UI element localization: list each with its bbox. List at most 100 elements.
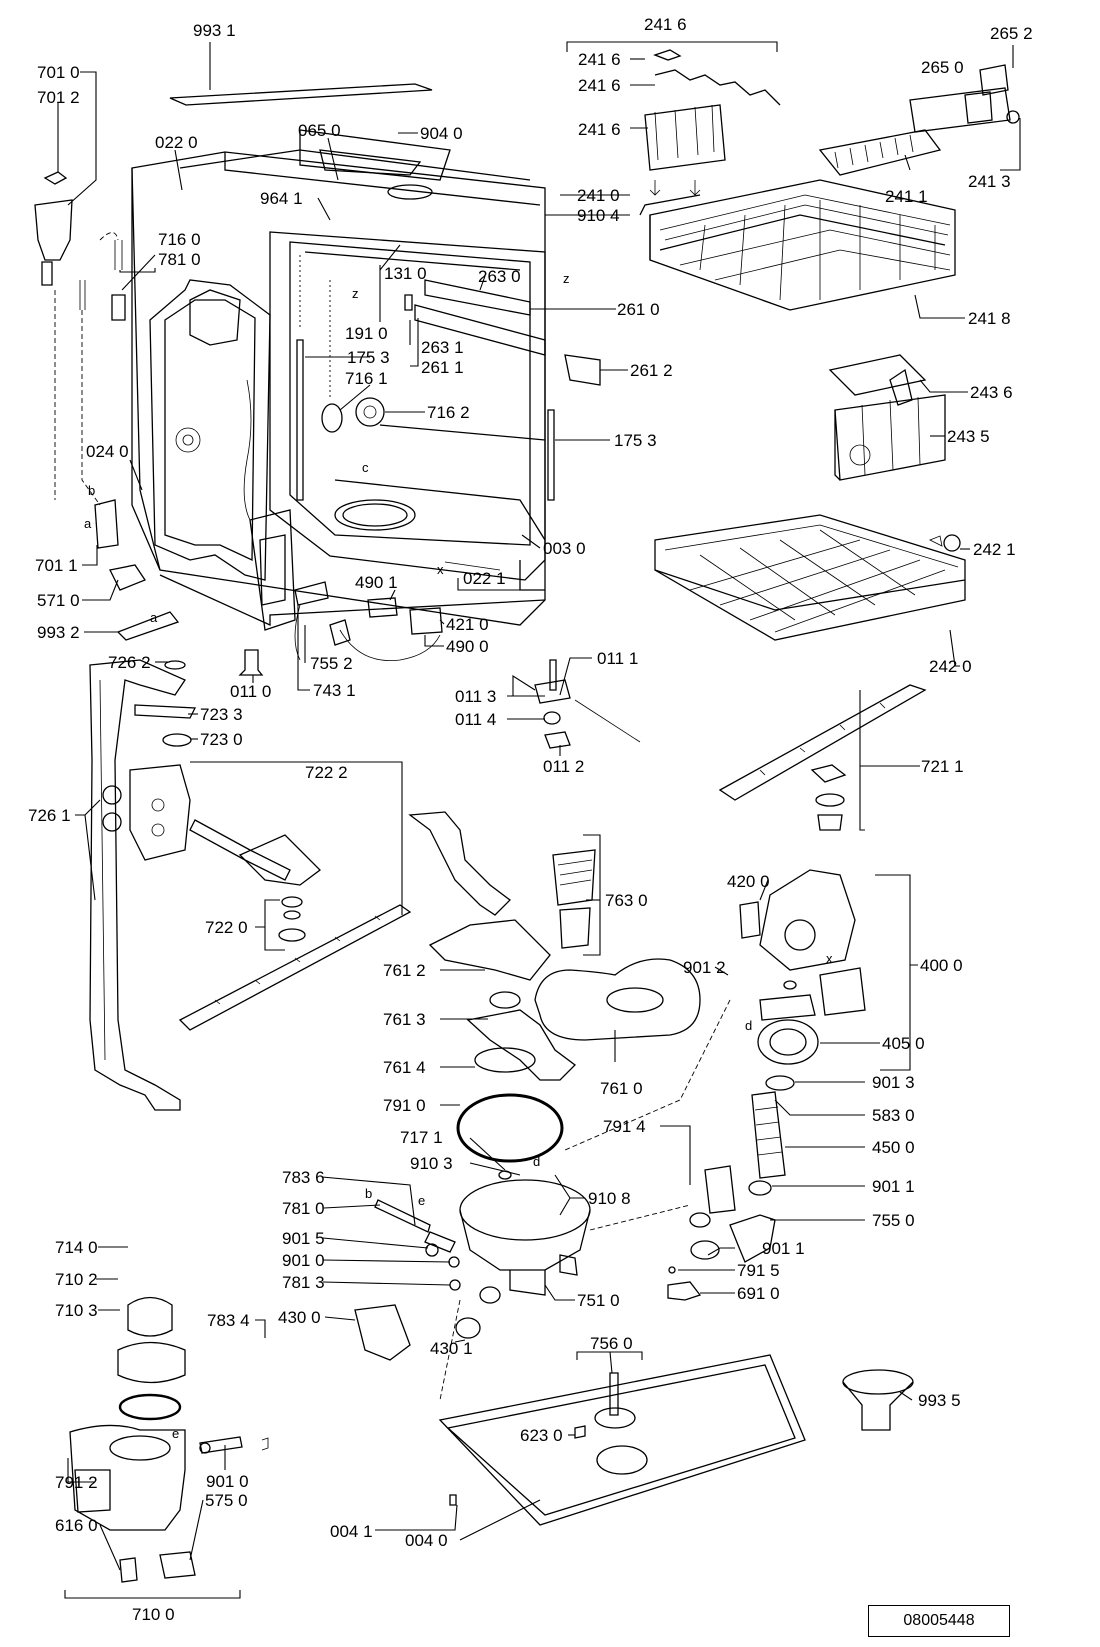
riser-pipe-part bbox=[89, 659, 186, 1111]
label-910-8: 910 8 bbox=[588, 1189, 631, 1208]
label-755-2: 755 2 bbox=[310, 654, 353, 673]
label-701-1: 701 1 bbox=[35, 556, 78, 575]
callout-labels: 993 1 701 0 701 2 022 0 065 0 904 0 241 … bbox=[28, 15, 1033, 1624]
label-726-1: 726 1 bbox=[28, 806, 71, 825]
label-910-4: 910 4 bbox=[577, 206, 620, 225]
label-175-3-a: 175 3 bbox=[347, 348, 390, 367]
label-261-2: 261 2 bbox=[630, 361, 673, 380]
label-241-1: 241 1 bbox=[885, 187, 928, 206]
cup-shelf-part bbox=[644, 49, 781, 196]
label-490-0: 490 0 bbox=[446, 637, 489, 656]
upper-spray-arm-part bbox=[718, 684, 927, 831]
label-430-1: 430 1 bbox=[430, 1339, 473, 1358]
label-405-0: 405 0 bbox=[882, 1034, 925, 1053]
marker-c: c bbox=[362, 460, 369, 475]
document-number-box: 08005448 bbox=[868, 1605, 1010, 1637]
label-710-3: 710 3 bbox=[55, 1301, 98, 1320]
label-751-0: 751 0 bbox=[577, 1291, 620, 1310]
label-241-3: 241 3 bbox=[968, 172, 1011, 191]
cutlery-basket-part bbox=[828, 354, 946, 481]
label-241-8: 241 8 bbox=[968, 309, 1011, 328]
label-616-0: 616 0 bbox=[55, 1516, 98, 1535]
marker-d1: d bbox=[745, 1018, 752, 1033]
marker-x2: x bbox=[826, 951, 833, 966]
label-901-5: 901 5 bbox=[282, 1229, 325, 1248]
label-755-0: 755 0 bbox=[872, 1211, 915, 1230]
label-763-0: 763 0 bbox=[605, 891, 648, 910]
sensor-691-part bbox=[667, 1281, 702, 1301]
marker-x1: x bbox=[437, 562, 444, 577]
tub-cabinet-part bbox=[131, 129, 546, 627]
label-783-4: 783 4 bbox=[207, 1311, 250, 1330]
label-583-0: 583 0 bbox=[872, 1106, 915, 1125]
label-901-1-a: 901 1 bbox=[872, 1177, 915, 1196]
label-024-0: 024 0 bbox=[86, 442, 129, 461]
upper-basket-part bbox=[639, 179, 956, 311]
label-241-6-a: 241 6 bbox=[578, 50, 621, 69]
label-761-2: 761 2 bbox=[383, 961, 426, 980]
leader-lines bbox=[57, 41, 1021, 1599]
letter-markers: z z c b a a x x d d e e b bbox=[84, 271, 833, 1441]
water-inlet-part bbox=[34, 171, 126, 506]
label-723-0: 723 0 bbox=[200, 730, 243, 749]
label-781-0-top: 781 0 bbox=[158, 250, 201, 269]
label-265-0: 265 0 bbox=[921, 58, 964, 77]
label-131-0: 131 0 bbox=[384, 264, 427, 283]
label-791-5: 791 5 bbox=[737, 1261, 780, 1280]
label-263-0: 263 0 bbox=[478, 267, 521, 286]
label-993-1: 993 1 bbox=[193, 21, 236, 40]
label-571-0: 571 0 bbox=[37, 591, 80, 610]
label-261-0: 261 0 bbox=[617, 300, 660, 319]
rail-bracket-part bbox=[909, 64, 1020, 133]
label-691-0: 691 0 bbox=[737, 1284, 780, 1303]
label-011-3: 011 3 bbox=[455, 687, 496, 706]
label-717-1: 717 1 bbox=[400, 1128, 443, 1147]
label-901-0-a: 901 0 bbox=[282, 1251, 325, 1270]
bracket-755-part bbox=[294, 581, 329, 606]
part-drawings bbox=[34, 49, 1020, 1583]
label-722-0: 722 0 bbox=[205, 918, 248, 937]
label-761-3: 761 3 bbox=[383, 1010, 426, 1029]
label-175-3-b: 175 3 bbox=[614, 431, 657, 450]
hose-clip-part bbox=[94, 499, 119, 549]
label-022-0: 022 0 bbox=[155, 133, 198, 152]
leveling-foot-part bbox=[534, 659, 641, 749]
lower-spray-arm-part bbox=[178, 896, 412, 1031]
label-004-0: 004 0 bbox=[405, 1531, 448, 1550]
door-panel-part bbox=[149, 279, 296, 631]
label-761-4: 761 4 bbox=[383, 1058, 426, 1077]
label-716-0: 716 0 bbox=[158, 230, 201, 249]
label-011-1: 011 1 bbox=[597, 649, 638, 668]
label-901-1-b: 901 1 bbox=[762, 1239, 805, 1258]
label-241-6-b: 241 6 bbox=[578, 76, 621, 95]
marker-a1: a bbox=[84, 516, 92, 531]
label-791-0: 791 0 bbox=[383, 1096, 426, 1115]
label-263-1: 263 1 bbox=[421, 338, 464, 357]
label-716-1: 716 1 bbox=[345, 369, 388, 388]
filter-assembly-part bbox=[408, 811, 701, 1081]
water-softener-part bbox=[69, 1296, 196, 1583]
switch-part bbox=[367, 597, 398, 618]
marker-z2: z bbox=[563, 271, 570, 286]
label-756-0: 756 0 bbox=[590, 1334, 633, 1353]
circulation-pump-part bbox=[739, 869, 866, 1065]
marker-b2: b bbox=[365, 1186, 372, 1201]
label-743-1: 743 1 bbox=[313, 681, 356, 700]
label-450-0: 450 0 bbox=[872, 1138, 915, 1157]
label-901-0-b: 901 0 bbox=[206, 1472, 249, 1491]
label-901-2: 901 2 bbox=[683, 958, 726, 977]
label-904-0: 904 0 bbox=[420, 124, 463, 143]
label-781-0-bottom: 781 0 bbox=[282, 1199, 325, 1218]
label-964-1: 964 1 bbox=[260, 189, 303, 208]
label-716-2: 716 2 bbox=[427, 403, 470, 422]
label-241-0: 241 0 bbox=[577, 186, 620, 205]
label-761-0: 761 0 bbox=[600, 1079, 643, 1098]
wrench-part bbox=[116, 611, 180, 641]
manifold-part bbox=[129, 764, 321, 886]
marker-d2: d bbox=[533, 1154, 540, 1169]
label-065-0: 065 0 bbox=[298, 121, 341, 140]
label-714-0: 714 0 bbox=[55, 1238, 98, 1257]
tine-row-part bbox=[818, 129, 942, 176]
label-011-0: 011 0 bbox=[230, 682, 271, 701]
label-910-3: 910 3 bbox=[410, 1154, 453, 1173]
